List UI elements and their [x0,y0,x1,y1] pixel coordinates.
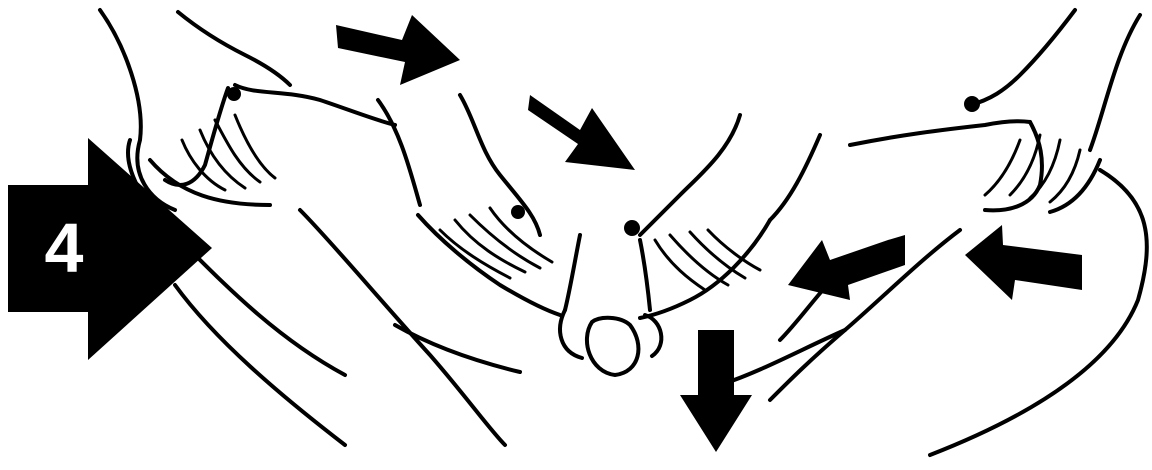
direction-arrows [336,15,1082,452]
body-outline [100,10,1147,455]
arrow-down-icon [680,330,752,452]
right-hand-icon [850,10,1100,212]
center-hand-right-icon [624,115,820,318]
arrow-down-right-1-icon [336,15,460,85]
step-number: 4 [18,208,110,288]
arrow-down-right-2-icon [528,95,635,170]
center-figure [560,235,661,375]
arrow-left-2-icon [965,225,1082,300]
center-hand-left-icon [378,95,560,315]
